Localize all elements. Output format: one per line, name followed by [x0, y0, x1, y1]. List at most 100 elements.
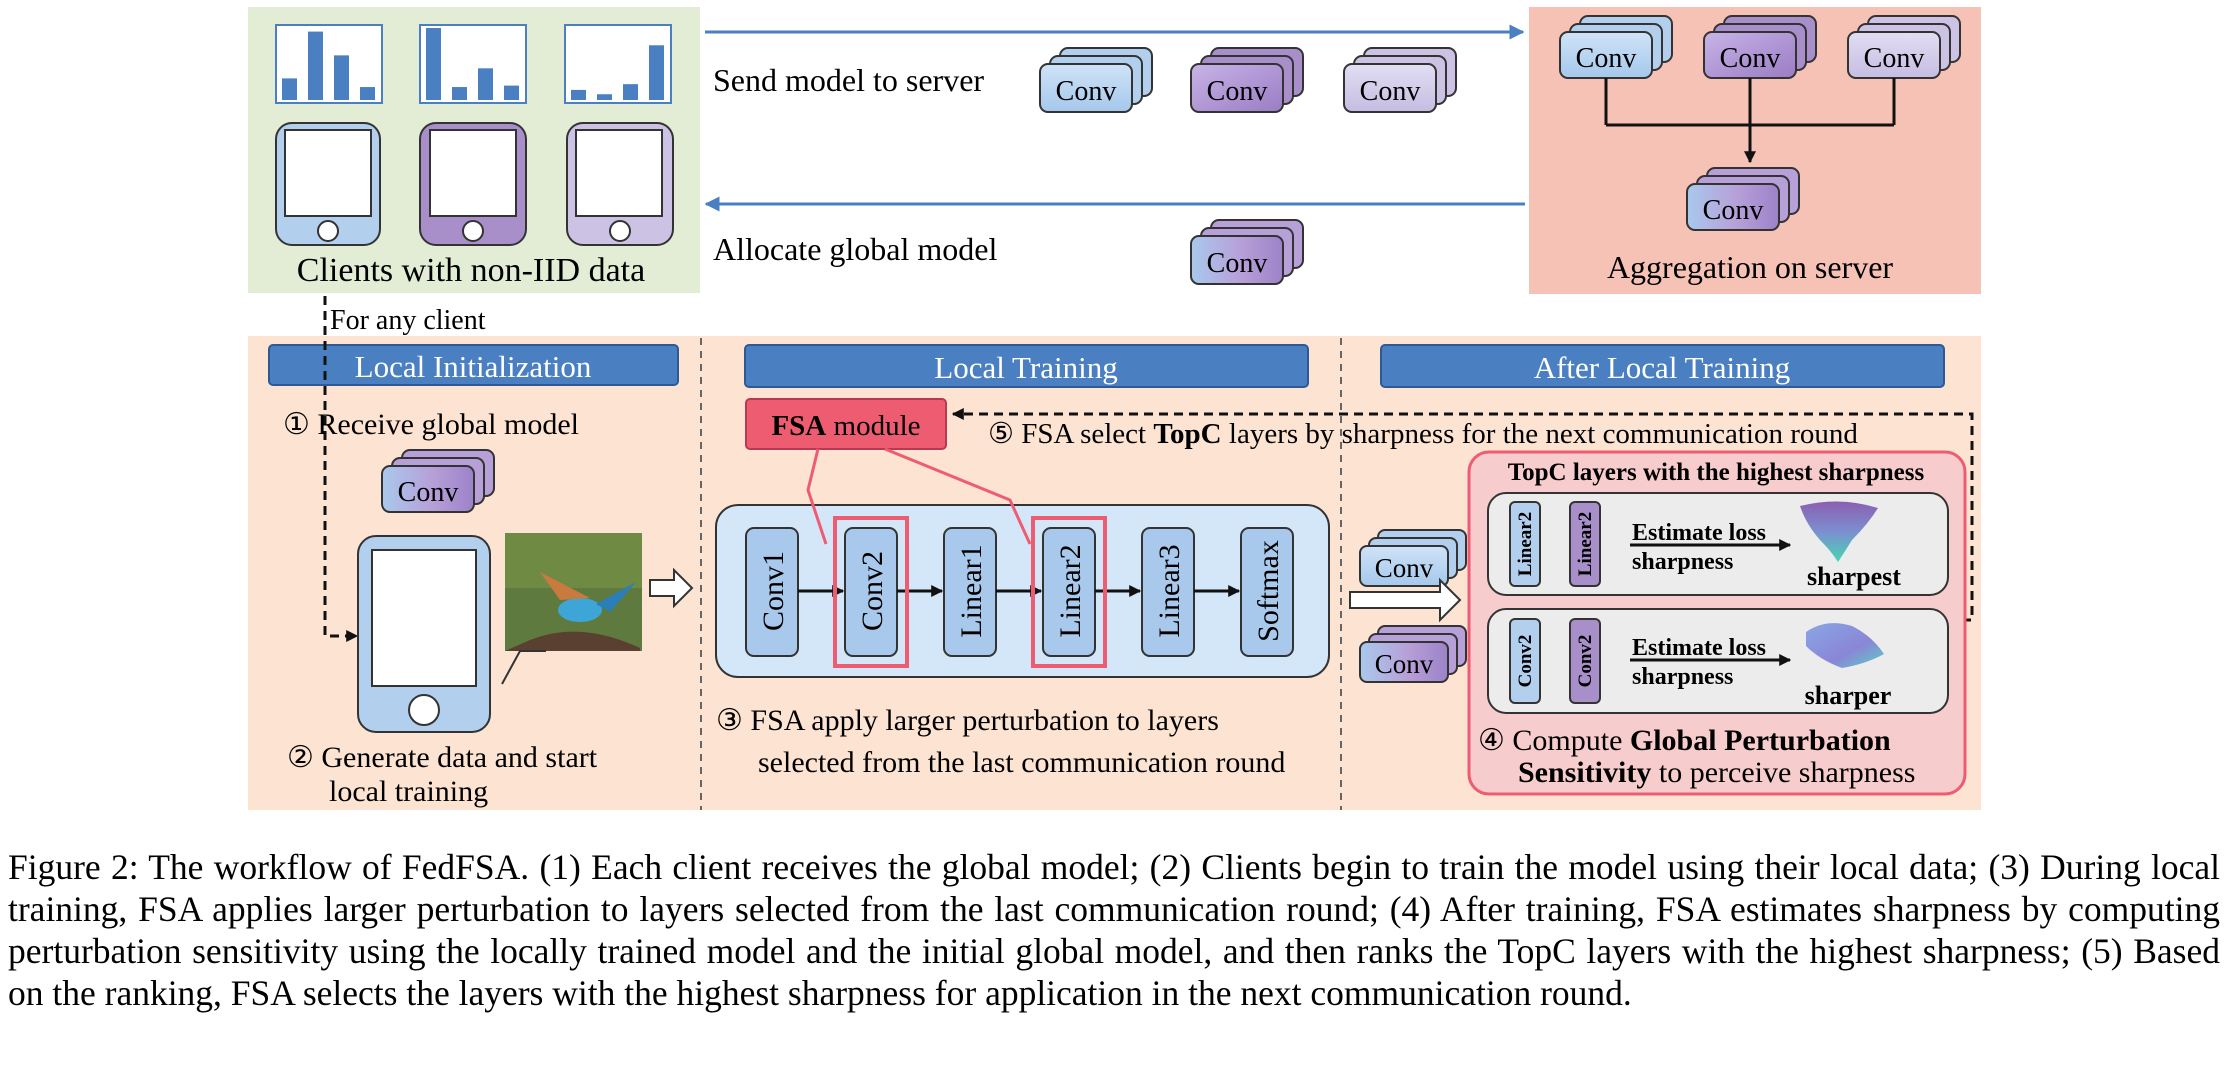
server-conv-blue: Conv — [1559, 15, 1673, 79]
conv-label: Conv — [1375, 649, 1434, 679]
step4-pre: ④ Compute — [1478, 724, 1630, 757]
row2-layer-a — [1509, 618, 1541, 704]
allocate-label: Allocate global model — [713, 231, 997, 267]
local-training-title: Local Training — [934, 350, 1117, 385]
layer-label: Conv2 — [856, 551, 889, 631]
step5-label: ⑤ FSA select TopC layers by sharpness fo… — [988, 418, 1858, 450]
aggregation-connector — [1604, 78, 1896, 164]
layer-label: Softmax — [1252, 540, 1285, 642]
row2-estimate2: sharpness — [1632, 664, 1733, 690]
received-conv: Conv — [381, 449, 495, 513]
sent-conv-lavender: Conv — [1343, 47, 1457, 113]
layer-label: Linear1 — [955, 544, 988, 637]
conv-label: Conv — [1207, 248, 1268, 279]
aggregation-label: Aggregation on server — [1607, 249, 1893, 285]
layer-label: Linear2 — [1054, 544, 1087, 637]
selected-layer-highlight — [1031, 516, 1107, 668]
histogram-bar — [452, 87, 467, 100]
selected-layer-highlight — [833, 516, 909, 668]
step5-pre: ⑤ FSA select — [988, 418, 1153, 450]
allocated-conv: Conv — [1190, 219, 1304, 285]
row2-layer-b — [1569, 618, 1601, 704]
histogram-bar — [360, 87, 375, 100]
row1-estimate2: sharpness — [1632, 549, 1733, 575]
conv-label: Conv — [1056, 76, 1117, 107]
server-conv-purple: Conv — [1703, 15, 1817, 79]
step2-line2: local training — [329, 775, 488, 808]
conv-label: Conv — [1375, 553, 1434, 583]
client-phone-1 — [275, 122, 381, 246]
histogram-bar — [597, 94, 612, 100]
fsa-rest: module — [826, 410, 920, 442]
histogram-bar — [308, 31, 323, 101]
conv-label: Conv — [1720, 43, 1781, 74]
conv-label: Conv — [1864, 43, 1925, 74]
client-histograms — [275, 24, 672, 104]
step4-bold1: Global Perturbation — [1630, 724, 1891, 757]
layer-block — [1240, 527, 1294, 657]
topc-title: TopC layers with the highest sharpness — [1508, 459, 1925, 486]
generate-arrow — [649, 567, 694, 609]
sharper-label: sharper — [1805, 681, 1892, 710]
layer-label: Conv1 — [757, 551, 790, 631]
global-conv-mix: Conv — [1359, 625, 1467, 683]
conv-label: Conv — [1703, 195, 1764, 226]
histogram-bar — [478, 68, 493, 100]
row2-layer-a-label: Conv2 — [1515, 635, 1536, 688]
after-training-title: After Local Training — [1534, 350, 1791, 385]
for-any-client-label: For any client — [330, 305, 486, 336]
client-dashed-arrow — [323, 296, 359, 642]
local-init-header — [268, 344, 679, 386]
local-init-title: Local Initialization — [355, 349, 592, 384]
conv-label: Conv — [1207, 76, 1268, 107]
step1-label: ① Receive global model — [283, 408, 579, 441]
row1-estimate1: Estimate loss — [1632, 520, 1766, 546]
histogram-bar — [571, 89, 586, 100]
conv-label: Conv — [398, 477, 459, 508]
histogram-bar — [426, 28, 441, 100]
fsa-bold: FSA — [771, 410, 826, 442]
fsa-link-linear2 — [884, 447, 1032, 545]
sharper-surface — [1806, 623, 1884, 668]
fsa-module-label: FSA module — [771, 410, 920, 442]
histogram-bar — [504, 85, 519, 100]
sharpest-label: sharpest — [1807, 562, 1901, 591]
step5-bold: TopC — [1153, 418, 1221, 450]
row2-estimate1: Estimate loss — [1632, 635, 1766, 661]
row1-layer-b-label: Linear2 — [1575, 512, 1596, 576]
step3-line2: selected from the last communication rou… — [758, 746, 1285, 779]
step4-post: to perceive sharpness — [1651, 756, 1915, 789]
server-conv-lavender: Conv — [1847, 15, 1961, 79]
conv-label: Conv — [1360, 76, 1421, 107]
generated-image-bird — [505, 533, 642, 651]
figure-caption: Figure 2: The workflow of FedFSA. (1) Ea… — [8, 847, 2220, 1013]
after-training-header — [1380, 344, 1945, 388]
histogram-bar — [282, 78, 297, 100]
step4-line1: ④ Compute Global Perturbation — [1478, 724, 1891, 757]
feedback-dashed-arrow — [951, 408, 1974, 622]
sent-conv-purple: Conv — [1190, 47, 1304, 113]
histogram-bar — [623, 84, 638, 100]
trained-conv-blue: Conv — [1359, 529, 1467, 587]
sharpest-surface — [1800, 501, 1878, 562]
compare-arrow — [1349, 577, 1462, 623]
histogram-bar — [334, 55, 349, 100]
step4-line2: Sensitivity to perceive sharpness — [1518, 756, 1915, 789]
sent-conv-blue: Conv — [1039, 47, 1153, 113]
row1-layer-a-label: Linear2 — [1515, 512, 1536, 576]
client-phone-3 — [566, 122, 674, 246]
fsa-module-box — [745, 398, 947, 450]
conv-label: Conv — [1576, 43, 1637, 74]
fedfsa-workflow-diagram: Clients with non-IID data Send model to … — [248, 7, 1981, 810]
local-phone — [357, 535, 491, 733]
speech-tail — [501, 650, 546, 685]
row1-layer-b — [1569, 501, 1601, 587]
step2-line1: ② Generate data and start — [287, 741, 598, 774]
clients-label: Clients with non-IID data — [297, 252, 645, 289]
step4-bold2: Sensitivity — [1518, 756, 1651, 789]
row2-layer-b-label: Conv2 — [1575, 635, 1596, 688]
row1-layer-a — [1509, 501, 1541, 587]
step3-line1: ③ FSA apply larger perturbation to layer… — [716, 704, 1219, 737]
step5-post: layers by sharpness for the next communi… — [1222, 418, 1859, 450]
fsa-link-conv2 — [806, 448, 828, 545]
